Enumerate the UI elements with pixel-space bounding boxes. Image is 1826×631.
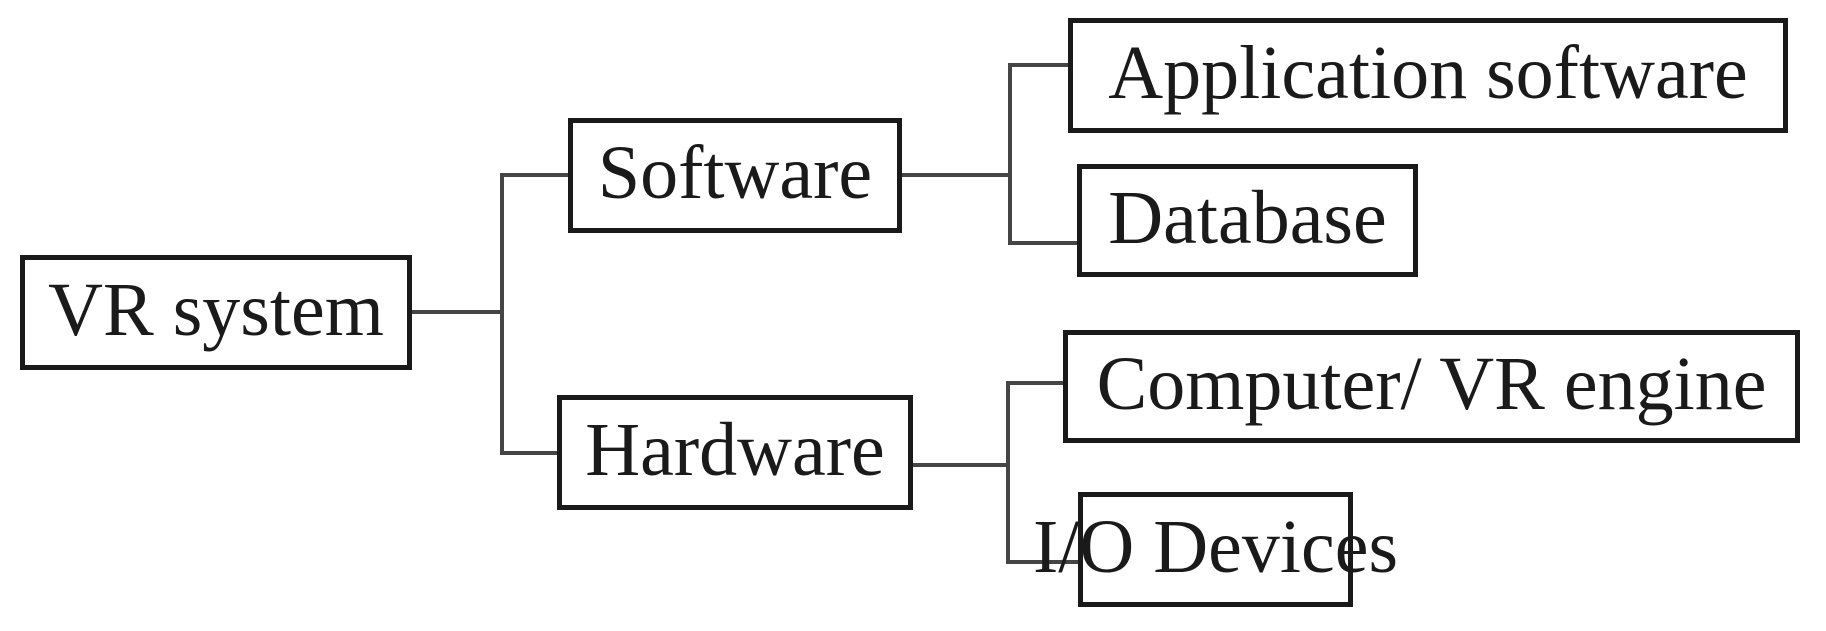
node-io-devices: I/O Devices [1033, 492, 1398, 607]
node-application-software: Application software [1068, 18, 1788, 133]
node-hardware-label: Hardware [585, 407, 885, 492]
connector-software-stub [902, 173, 1012, 177]
connector-hardware-to-io [1006, 560, 1078, 564]
node-hardware: Hardware [557, 395, 913, 510]
connector-root-to-hardware [500, 451, 557, 455]
node-vr-system-label: VR system [48, 267, 384, 352]
connector-software-to-database [1008, 241, 1077, 245]
connector-software-to-app [1008, 63, 1068, 67]
node-io-devices-label: I/O Devices [1032, 504, 1399, 589]
node-software-label: Software [597, 130, 873, 215]
connector-root-stub [412, 310, 504, 314]
node-vr-system: VR system [20, 255, 412, 370]
connector-root-vertical [500, 173, 504, 455]
connector-hardware-to-computer [1006, 381, 1063, 385]
node-application-software-label: Application software [1108, 30, 1748, 115]
connector-software-vertical [1008, 63, 1012, 245]
node-computer-vr-engine-label: Computer/ VR engine [1096, 341, 1767, 426]
connector-hardware-stub [913, 463, 1010, 467]
connector-hardware-vertical [1006, 381, 1010, 564]
connector-root-to-software [500, 173, 568, 177]
node-database-label: Database [1108, 175, 1387, 260]
node-computer-vr-engine: Computer/ VR engine [1063, 330, 1800, 443]
node-software: Software [568, 118, 902, 233]
node-database: Database [1077, 164, 1418, 277]
